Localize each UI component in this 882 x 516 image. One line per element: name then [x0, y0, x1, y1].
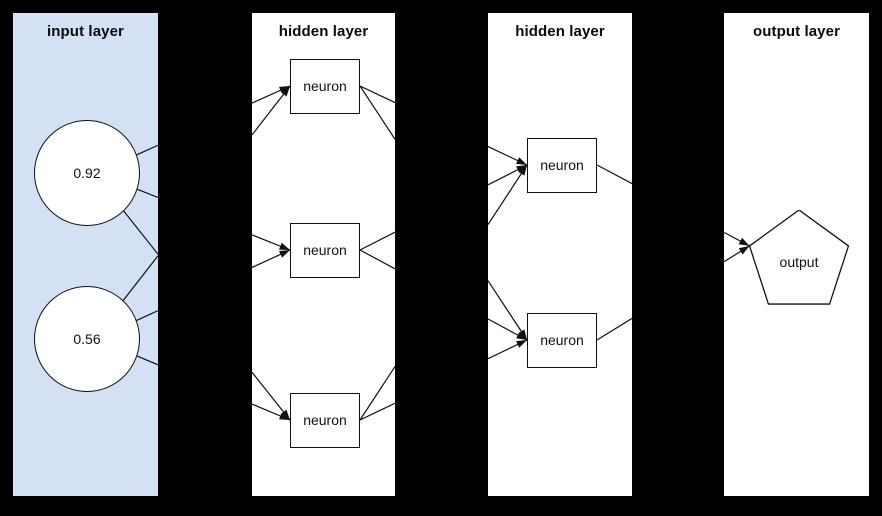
edge-h2-2-to-out-1-out: [596, 317, 632, 341]
node-label-h2-2: neuron: [540, 332, 584, 348]
node-label-h2-1: neuron: [540, 157, 584, 173]
arrow-head: [518, 165, 527, 176]
node-h2-1[interactable]: neuron: [527, 137, 597, 193]
node-label-in-2: 0.56: [73, 331, 101, 347]
edge-h1-3-to-h2-2-in: [488, 339, 528, 360]
edge-in-2-to-h1-2-in: [252, 249, 291, 268]
edge-in-2-to-h1-3-in: [252, 403, 291, 421]
node-h2-2[interactable]: neuron: [527, 312, 597, 368]
edge-layer-input: [122, 144, 158, 366]
edge-in-2-to-h1-1-out: [122, 255, 158, 301]
edge-h1-2-to-h2-2-in: [488, 318, 528, 341]
node-in-1[interactable]: 0.92: [34, 120, 140, 226]
node-label-h1-3: neuron: [303, 412, 347, 428]
layer-title-input: input layer: [47, 23, 124, 40]
arrow-head: [279, 86, 290, 94]
arrow-head: [279, 412, 290, 420]
node-h1-1[interactable]: neuron: [290, 58, 360, 114]
edge-h2-1-to-out-1-in: [724, 231, 750, 247]
arrow-head: [516, 157, 527, 165]
edge-h1-3-to-h2-1-out: [359, 366, 395, 421]
layer-title-hidden-1: hidden layer: [278, 23, 369, 40]
edge-h2-2-to-out-1-in: [724, 245, 750, 263]
layer-panel-output: output layer output: [724, 13, 869, 496]
edge-h1-1-to-h2-2-in: [488, 280, 528, 341]
layer-title-output: output layer: [752, 23, 841, 40]
edge-in-1-to-h1-1-in: [252, 85, 291, 104]
arrow-head: [280, 409, 290, 420]
edge-h1-1-to-h2-2-out: [359, 85, 395, 140]
layer-panel-hidden-2: hidden layer neuron neuron: [488, 13, 632, 496]
edge-h1-1-to-h2-1-out: [359, 85, 395, 104]
node-out-1[interactable]: output: [747, 210, 851, 314]
node-label-out-1: output: [779, 254, 819, 270]
edge-h1-2-to-h2-1-in: [488, 164, 528, 186]
edge-layer-hidden-2: [488, 146, 632, 360]
edge-in-2-to-h1-1-in: [252, 85, 291, 136]
edge-h1-2-to-h2-2-out: [359, 249, 395, 270]
edge-in-2-to-h1-3-out: [136, 355, 158, 366]
node-label-in-1: 0.92: [73, 165, 101, 181]
edge-in-1-to-h1-3-out: [123, 210, 158, 255]
edge-in-1-to-h1-2-in: [252, 234, 291, 251]
edge-h1-3-to-h2-1-in: [488, 164, 528, 225]
edge-in-1-to-h1-2-out: [137, 188, 158, 199]
edge-in-1-to-h1-1-out: [136, 144, 158, 156]
layer-panel-input: input layer 0.92 0.56: [13, 13, 158, 496]
edge-h1-3-to-h2-2-out: [359, 402, 395, 421]
edge-h2-1-to-out-1-out: [596, 164, 632, 185]
arrow-head: [280, 86, 290, 97]
layer-title-hidden-2: hidden layer: [515, 23, 605, 40]
edge-h1-2-to-h2-1-out: [359, 231, 395, 251]
arrow-head: [279, 250, 290, 258]
edge-in-1-to-h1-3-in: [252, 371, 291, 421]
node-in-2[interactable]: 0.56: [34, 286, 140, 392]
edge-h1-1-to-h2-1-in: [488, 146, 528, 166]
node-label-h1-1: neuron: [303, 78, 347, 94]
layer-panel-hidden-1: hidden layer neuron neuron neuron: [252, 13, 395, 496]
pentagon-shape: [748, 210, 850, 305]
arrow-head: [516, 165, 527, 173]
node-label-h1-2: neuron: [303, 242, 347, 258]
node-h1-3[interactable]: neuron: [290, 392, 360, 448]
arrow-head: [516, 331, 527, 340]
arrow-head: [516, 340, 527, 348]
arrow-head: [518, 329, 527, 340]
node-h1-2[interactable]: neuron: [290, 222, 360, 278]
edge-in-2-to-h1-2-out: [136, 310, 158, 321]
arrow-head: [279, 242, 290, 250]
